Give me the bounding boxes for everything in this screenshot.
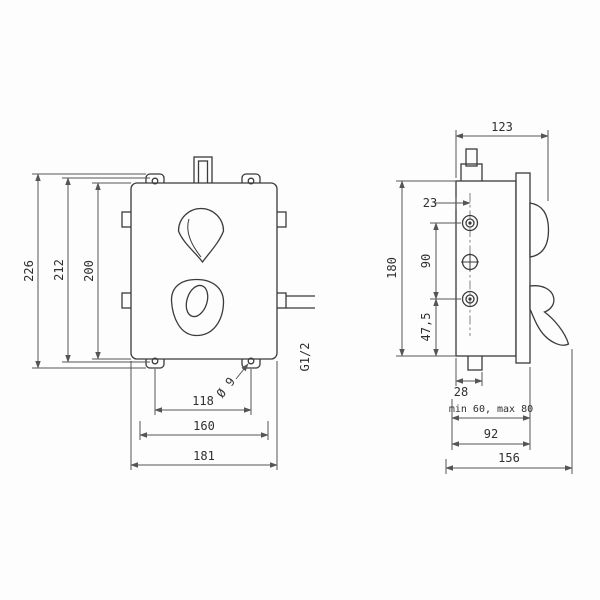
lever-handle-front xyxy=(170,278,225,337)
dim-front-overall-height: 226 xyxy=(22,260,36,282)
dim-side-foot-offset: 28 xyxy=(454,385,468,399)
middle-port-crosshair xyxy=(461,253,479,271)
dim-side-total-depth: 156 xyxy=(498,451,520,465)
wall-plate xyxy=(515,172,531,364)
dim-side-overall-depth: 123 xyxy=(491,120,513,134)
thermostat-knob-detail xyxy=(187,218,202,258)
dim-side-plate-depth: 92 xyxy=(484,427,498,441)
valve-body-front xyxy=(130,182,278,360)
side-view xyxy=(455,148,570,371)
knob-side xyxy=(529,202,550,258)
lower-port xyxy=(461,290,479,308)
inlet-fitting-top xyxy=(465,148,478,167)
dim-side-install-depth-range: min 60, max 80 xyxy=(449,404,533,415)
dim-front-overall-width: 181 xyxy=(193,449,215,463)
valve-body-side xyxy=(455,180,517,357)
dim-front-hole-diameter: Ø 9 xyxy=(214,375,238,401)
thermostat-knob xyxy=(177,207,225,264)
dim-front-mounting-height: 212 xyxy=(52,259,66,281)
lever-side xyxy=(529,285,570,346)
dimension-labels: 226 212 200 118 160 181 Ø 9 G1/2 123 23 … xyxy=(22,120,533,465)
dim-side-height: 180 xyxy=(385,257,399,279)
dim-side-lower-port-offset: 47,5 xyxy=(419,313,433,342)
lug-screw-holes xyxy=(151,177,255,365)
dimension-lines xyxy=(32,130,573,474)
g12-pipe-stub xyxy=(286,295,315,309)
top-connector-inner xyxy=(197,160,209,185)
dim-front-thread: G1/2 xyxy=(298,343,312,372)
dim-front-hole-spacing: 118 xyxy=(192,394,214,408)
front-view xyxy=(121,156,315,369)
upper-port xyxy=(461,214,479,232)
dim-side-port-offset: 23 xyxy=(423,196,437,210)
inlet-fitting xyxy=(460,163,483,183)
dim-side-port-spacing: 90 xyxy=(419,254,433,268)
dim-front-mounting-width: 160 xyxy=(193,419,215,433)
dim-front-body-height: 200 xyxy=(82,260,96,282)
lever-handle-hub xyxy=(185,284,209,318)
